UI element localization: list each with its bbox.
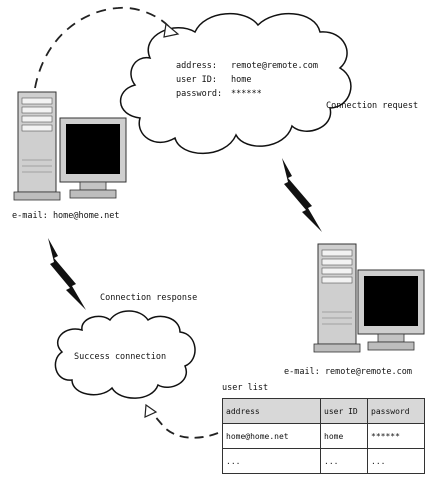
address-value: remote@remote.com: [231, 61, 318, 71]
arrowhead-request: [163, 22, 180, 38]
cell-user-id: ...: [320, 448, 368, 474]
dashed-arrow-to-success: [149, 409, 219, 439]
success-cloud: [54, 310, 196, 399]
computer-icon: [313, 243, 425, 353]
computer-icon: [13, 91, 127, 201]
header-address: address: [222, 398, 321, 424]
password-label: password:: [176, 89, 223, 99]
success-connection-label: Success connection: [74, 352, 167, 362]
lightning-bolt-icon: [48, 238, 86, 310]
cell-address: home@home.net: [222, 423, 321, 449]
connection-request-label: Connection request: [326, 101, 419, 111]
dashed-arrow-to-request: [34, 6, 171, 89]
remote-email-label: e-mail: remote@remote.com: [284, 367, 412, 377]
home-email-label: e-mail: home@home.net: [12, 211, 120, 221]
password-value: ******: [231, 89, 262, 99]
connection-response-label: Connection response: [100, 293, 198, 303]
header-user-id: user ID: [320, 398, 368, 424]
cell-user-id: home: [320, 423, 368, 449]
userid-value: home: [231, 75, 252, 85]
cell-address: ...: [222, 448, 321, 474]
table-row: home@home.net home ******: [222, 423, 425, 449]
cell-password: ******: [367, 423, 425, 449]
userid-label: user ID:: [176, 75, 217, 85]
table-row: ... ... ...: [222, 448, 425, 474]
header-password: password: [367, 398, 425, 424]
address-label: address:: [176, 61, 217, 71]
user-list-title: user list: [222, 383, 269, 393]
user-list-table: address user ID password home@home.net h…: [222, 398, 425, 474]
table-header-row: address user ID password: [222, 398, 425, 424]
request-cloud: [119, 13, 352, 155]
arrowhead-success: [144, 403, 158, 418]
cell-password: ...: [367, 448, 425, 474]
lightning-bolt-icon: [282, 158, 322, 232]
